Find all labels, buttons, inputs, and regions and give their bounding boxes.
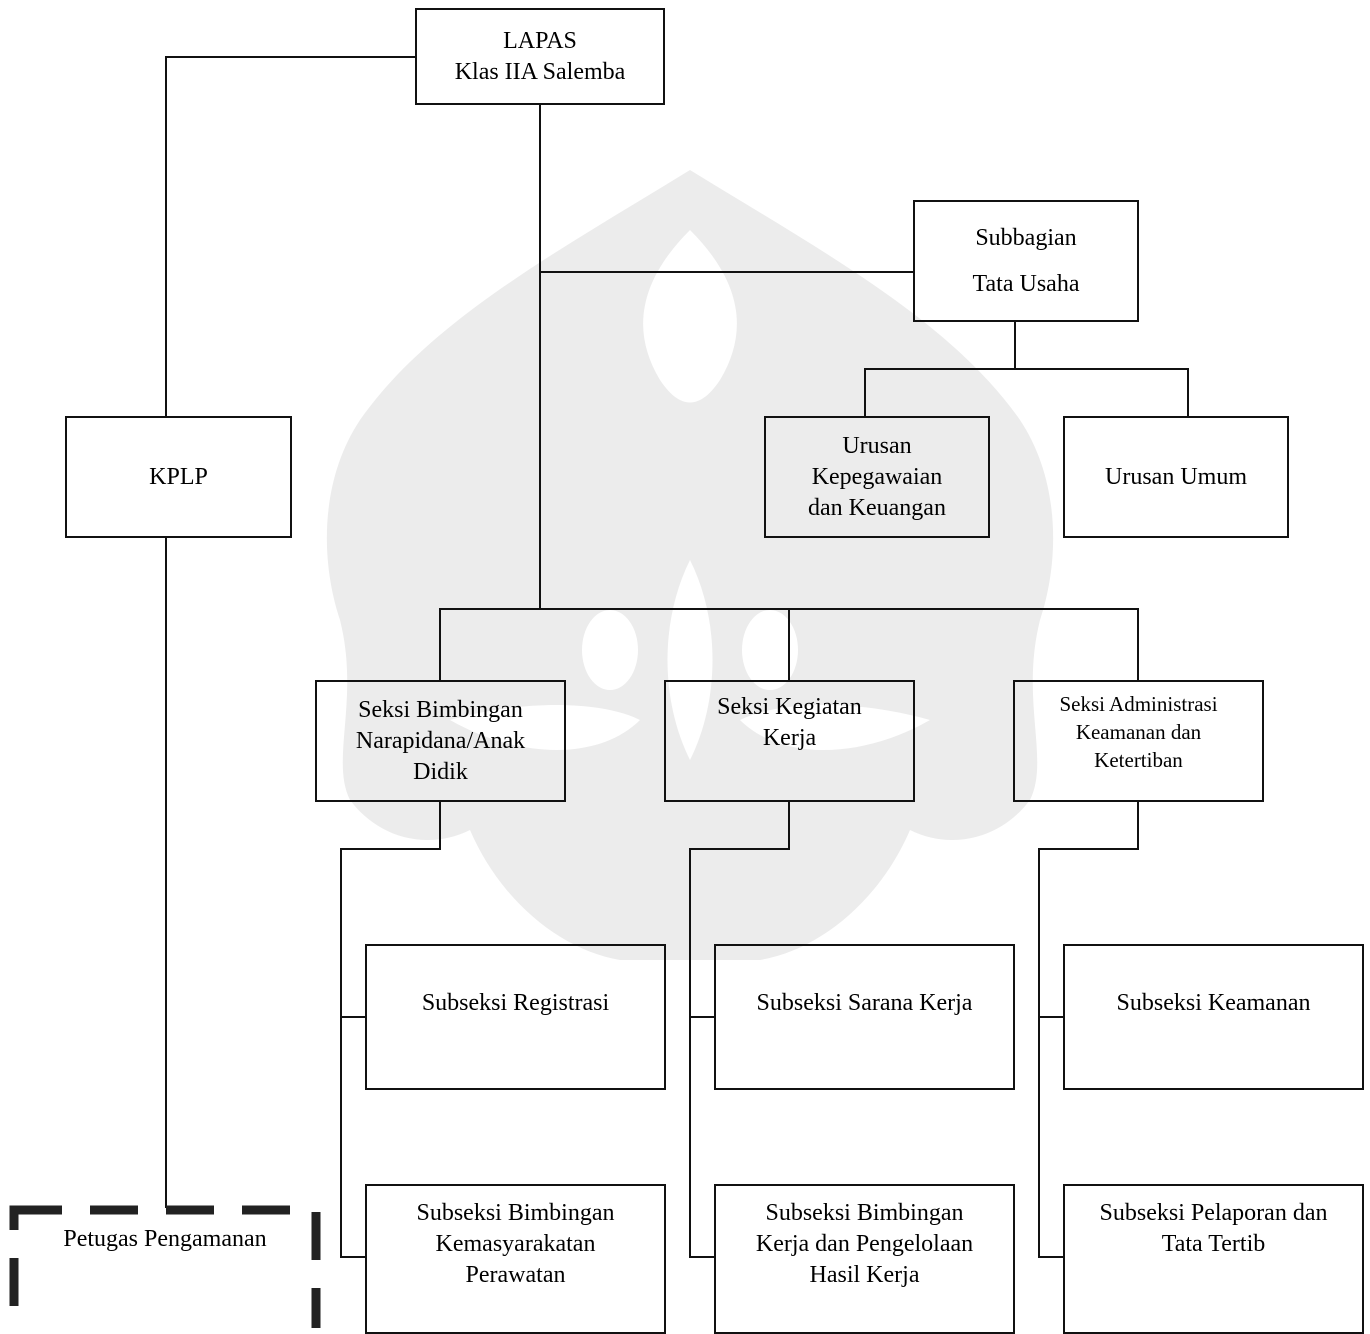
node-subbagian-tata-usaha: Subbagian Tata Usaha: [913, 200, 1139, 322]
node-kplp-label: KPLP: [149, 463, 208, 490]
node-subseksi-registrasi-label: Subseksi Registrasi: [421, 990, 610, 1016]
node-seksi-kegiatan-line1: Seksi Kegiatan: [717, 694, 862, 720]
node-subseksi-sarana-kerja: Subseksi Sarana Kerja: [714, 944, 1015, 1090]
node-urusan-kepeg-line2: Kepegawaian: [811, 463, 943, 490]
node-seksi-admin-line1: Seksi Administrasi: [1059, 692, 1218, 716]
node-subseksi-keamanan-label: Subseksi Keamanan: [1116, 990, 1311, 1016]
node-subbagian-line1: Subbagian: [975, 225, 1077, 251]
node-subseksi-pelaporan: Subseksi Pelaporan dan Tata Tertib: [1063, 1184, 1364, 1334]
node-lapas-line2: Klas IIA Salemba: [454, 58, 626, 85]
node-petugas-label: Petugas Pengamanan: [63, 1226, 267, 1252]
node-subseksi-bimker-line3: Hasil Kerja: [809, 1262, 920, 1288]
node-lapas: LAPAS Klas IIA Salemba: [415, 8, 665, 105]
node-subseksi-sarana-label: Subseksi Sarana Kerja: [756, 990, 973, 1016]
connector-root-kplp: [165, 56, 416, 417]
node-seksi-bimbingan-line1: Seksi Bimbingan: [358, 696, 523, 723]
node-seksi-kegiatan-kerja: Seksi Kegiatan Kerja: [664, 680, 915, 802]
node-seksi-bimbingan-line2: Narapidana/Anak: [355, 727, 526, 754]
node-seksi-bimbingan: Seksi Bimbingan Narapidana/Anak Didik: [315, 680, 566, 802]
node-subseksi-bimbingan-kemasyarakatan: Subseksi Bimbingan Kemasyarakatan Perawa…: [365, 1184, 666, 1334]
node-lapas-line1: LAPAS: [503, 27, 577, 54]
node-urusan-umum-label: Urusan Umum: [1105, 463, 1247, 490]
node-seksi-administrasi: Seksi Administrasi Keamanan dan Ketertib…: [1013, 680, 1264, 802]
node-subseksi-bimbingan-kerja: Subseksi Bimbingan Kerja dan Pengelolaan…: [714, 1184, 1015, 1334]
node-urusan-kepeg-line1: Urusan: [842, 432, 912, 459]
node-subseksi-registrasi: Subseksi Registrasi: [365, 944, 666, 1090]
node-urusan-kepegawaian: Urusan Kepegawaian dan Keuangan: [764, 416, 990, 538]
node-seksi-bimbingan-line3: Didik: [413, 758, 468, 785]
node-subseksi-bimkemas-line1: Subseksi Bimbingan: [416, 1200, 615, 1226]
connector-administrasi-children: [1038, 801, 1139, 1258]
petugas-dashed-border: [9, 1205, 321, 1328]
node-subseksi-pelaporan-line1: Subseksi Pelaporan dan: [1099, 1200, 1328, 1226]
node-seksi-kegiatan-line2: Kerja: [762, 725, 817, 751]
node-petugas-pengamanan: Petugas Pengamanan: [14, 1210, 316, 1328]
node-subseksi-bimkemas-line3: Perawatan: [465, 1262, 566, 1288]
node-subseksi-keamanan: Subseksi Keamanan: [1063, 944, 1364, 1090]
connector-kegiatan-children: [689, 801, 790, 1258]
node-seksi-admin-line3: Ketertiban: [1094, 748, 1183, 772]
node-subseksi-bimkemas-line2: Kemasyarakatan: [435, 1231, 596, 1257]
node-subseksi-bimker-line2: Kerja dan Pengelolaan: [755, 1231, 974, 1257]
connector-bimbingan-children: [340, 801, 441, 1258]
connector-urusan-bar: [864, 368, 1189, 417]
node-subseksi-bimker-line1: Subseksi Bimbingan: [765, 1200, 964, 1226]
node-subbagian-line2: Tata Usaha: [972, 271, 1080, 297]
node-urusan-kepeg-line3: dan Keuangan: [808, 494, 946, 521]
node-seksi-admin-line2: Keamanan dan: [1075, 720, 1202, 744]
node-urusan-umum: Urusan Umum: [1063, 416, 1289, 538]
node-kplp: KPLP: [65, 416, 292, 538]
node-subseksi-pelaporan-line2: Tata Tertib: [1161, 1231, 1266, 1257]
